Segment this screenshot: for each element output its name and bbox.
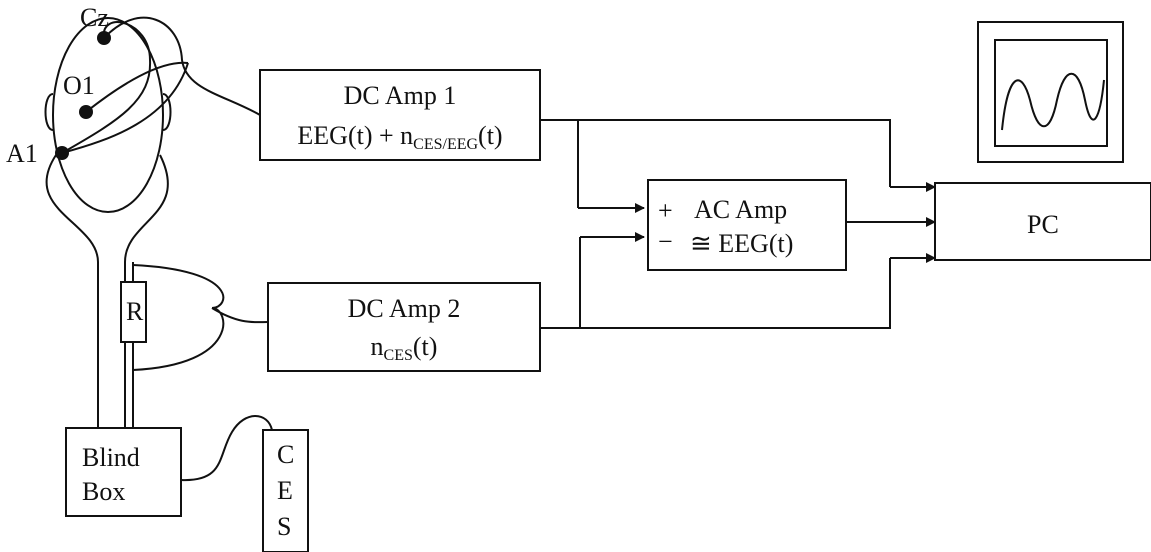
ces-cable xyxy=(180,415,273,482)
electrode-o1 xyxy=(79,105,93,119)
electrode-cz xyxy=(97,31,111,45)
ear-right xyxy=(162,93,172,131)
dc-amp-2 xyxy=(267,282,541,372)
ac-amp-title: AC Amp xyxy=(694,195,787,224)
pc-box xyxy=(934,182,1151,261)
ces-letter-e: E xyxy=(277,476,293,505)
blind-box xyxy=(65,427,182,517)
pc-label: PC xyxy=(1027,210,1059,239)
ac-amp xyxy=(647,179,847,271)
label-cz: Cz xyxy=(80,3,109,32)
dc-amp-1 xyxy=(259,69,541,161)
ac-amp-output: ≅ EEG(t) xyxy=(690,229,793,258)
ces-device xyxy=(262,429,309,552)
label-a1: A1 xyxy=(6,139,38,168)
signal-wiring xyxy=(540,119,936,329)
ces-letter-c: C xyxy=(277,440,294,469)
dc-amp-2-title: DC Amp 2 xyxy=(348,294,461,323)
resistor-label: R xyxy=(126,297,144,326)
monitor-screen xyxy=(994,39,1108,147)
electrode-wires xyxy=(61,16,261,154)
dc-amp-1-formula: EEG(t) + nCES/EEG(t) xyxy=(297,121,502,153)
ear-left xyxy=(44,93,54,131)
resistor-tap-wires xyxy=(132,264,269,371)
head-figure xyxy=(44,17,172,428)
blind-box-line2: Box xyxy=(82,477,125,506)
ac-amp-plus: + xyxy=(658,196,673,225)
blind-box-line1: Blind xyxy=(82,443,140,472)
dc-amp-1-title: DC Amp 1 xyxy=(344,81,457,110)
ces-letter-s: S xyxy=(277,512,291,541)
electrode-a1 xyxy=(55,146,69,160)
monitor-waveform xyxy=(1001,72,1105,131)
label-o1: O1 xyxy=(63,71,95,100)
dc-amp-2-formula: nCES(t) xyxy=(371,332,438,364)
head-outline xyxy=(52,17,164,213)
ac-amp-minus: − xyxy=(658,227,673,256)
neck-body-outline xyxy=(45,154,169,428)
